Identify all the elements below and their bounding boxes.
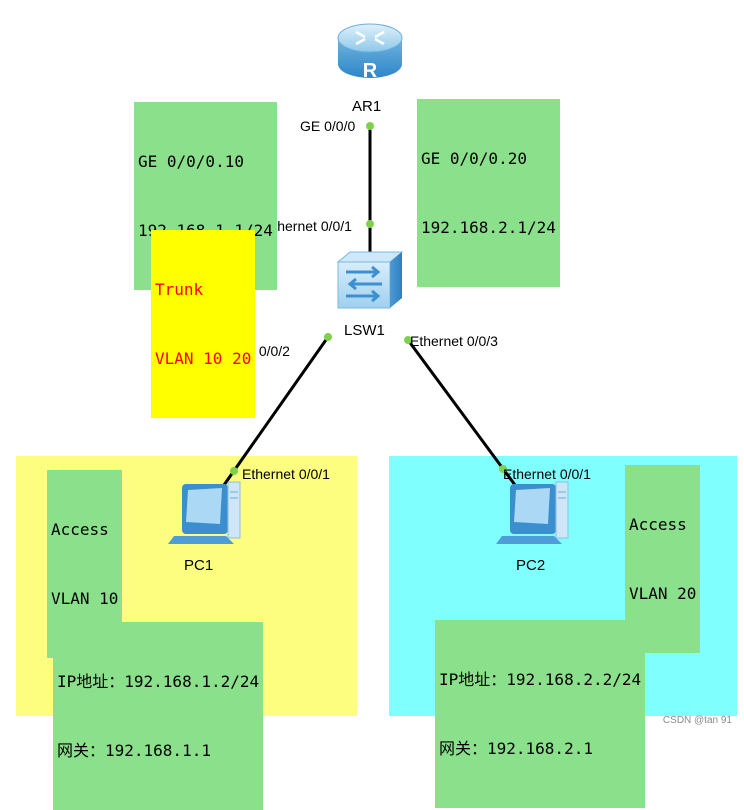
access-vlan10-id: VLAN 10: [51, 589, 119, 608]
pc1-ip-note: IP地址：192.168.1.2/24 网关：192.168.1.1: [53, 622, 264, 810]
pc2-gateway: 网关：192.168.2.1: [439, 739, 593, 758]
pc-icon[interactable]: [168, 478, 246, 548]
network-topology-diagram: R: [16, 20, 737, 810]
subinterface-10-name: GE 0/0/0.10: [138, 152, 244, 171]
port-label-ar1-ge: GE 0/0/0: [300, 118, 356, 134]
subinterface-20-name: GE 0/0/0.20: [421, 149, 527, 168]
router-label: AR1: [352, 98, 382, 115]
access-vlan10-mode: Access: [51, 520, 109, 539]
port-dot-ar1: [366, 122, 374, 130]
port-dot-lsw1-pc1: [324, 333, 332, 341]
svg-text:R: R: [363, 60, 378, 82]
router-icon[interactable]: R: [334, 20, 406, 84]
trunk-note: Trunk VLAN 10 20: [151, 230, 256, 418]
port-label-pc2-eth: Ethernet 0/0/1: [503, 466, 591, 482]
pc1-ip-address: IP地址：192.168.1.2/24: [57, 672, 260, 691]
pc2-ip-note: IP地址：192.168.2.2/24 网关：192.168.2.1: [435, 620, 646, 808]
pc1-label: PC1: [184, 557, 214, 574]
links-layer: [222, 122, 517, 486]
switch-label: LSW1: [344, 322, 385, 339]
link-lsw1-pc2: [406, 339, 517, 486]
subinterface-20-note: GE 0/0/0.20 192.168.2.1/24: [417, 99, 560, 287]
access-vlan20-mode: Access: [629, 515, 687, 534]
port-label-lsw1-pc2: Ethernet 0/0/3: [410, 333, 498, 349]
access-vlan20-id: VLAN 20: [629, 584, 697, 603]
port-dot-lsw1-pc2: [404, 336, 412, 344]
port-dot-pc1: [230, 467, 238, 475]
switch-icon[interactable]: [336, 250, 404, 312]
trunk-vlans: VLAN 10 20: [155, 349, 252, 368]
watermark: CSDN @tan 91: [662, 715, 732, 726]
trunk-mode: Trunk: [155, 280, 204, 299]
link-lsw1-pc1: [222, 336, 330, 486]
port-label-pc1-eth: Ethernet 0/0/1: [242, 466, 330, 482]
pc2-ip-address: IP地址：192.168.2.2/24: [439, 670, 642, 689]
subinterface-20-ip: 192.168.2.1/24: [421, 218, 556, 237]
pc2-label: PC2: [516, 557, 546, 574]
port-dot-lsw1-uplink: [366, 220, 374, 228]
pc1-gateway: 网关：192.168.1.1: [57, 741, 211, 760]
port-label-lsw1-uplink: Ethernet 0/0/1: [264, 218, 352, 234]
pc-icon[interactable]: [496, 478, 574, 548]
port-dot-pc2: [499, 465, 507, 473]
